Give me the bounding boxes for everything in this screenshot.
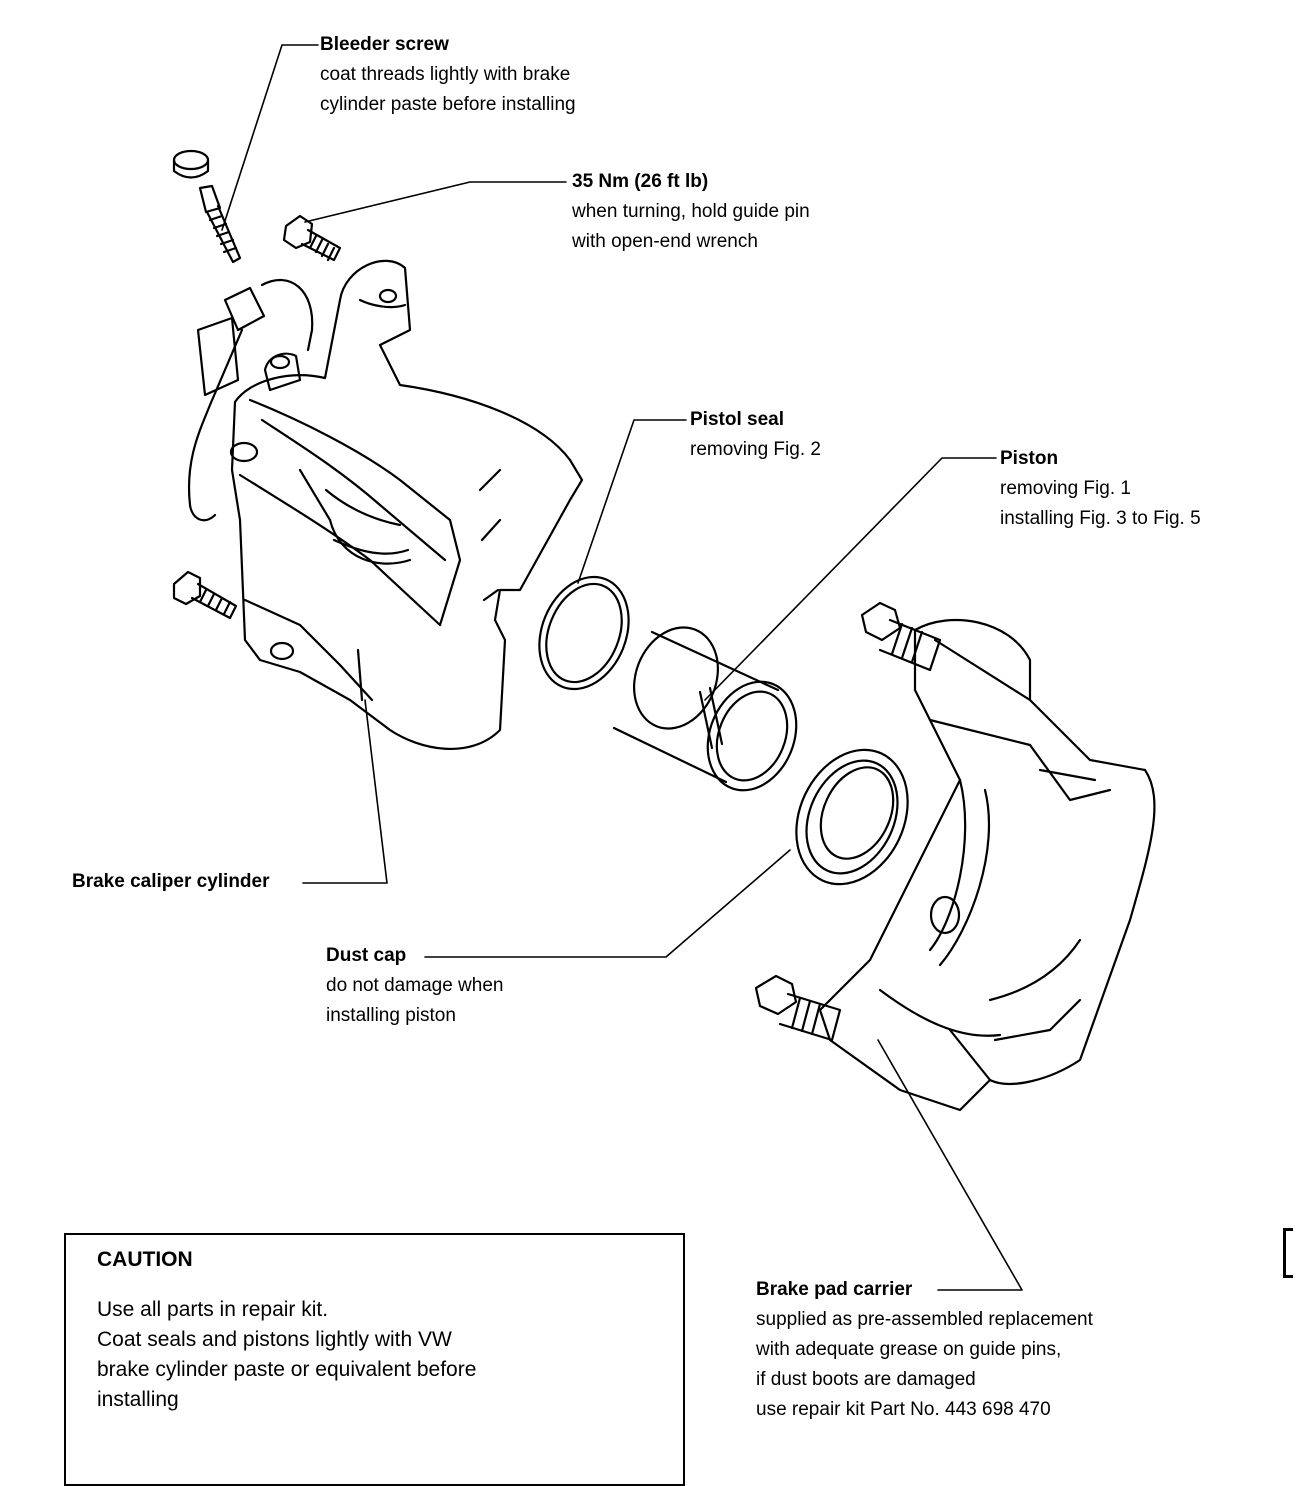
dust-cap-line-1: do not damage when [326, 975, 504, 996]
pistol-seal-part [538, 575, 630, 691]
lower-bolt-part [172, 570, 238, 620]
torque-line-2: with open-end wrench [572, 231, 758, 252]
leader-lines [221, 44, 1023, 1291]
label-brake-pad-carrier: Brake pad carrier supplied as pre-assemb… [756, 1275, 1093, 1425]
caution-title: CAUTION [97, 1248, 193, 1271]
caution-box: CAUTION Use all parts in repair kit. Coa… [64, 1233, 685, 1486]
pad-carrier-line-1: supplied as pre-assembled replacement [756, 1309, 1093, 1330]
leader-pad-carrier [877, 1039, 1023, 1291]
label-piston: Piston removing Fig. 1 installing Fig. 3… [1000, 444, 1201, 534]
pistol-seal-line-1: removing Fig. 2 [690, 439, 821, 460]
dust-cap-part [795, 748, 909, 886]
pistol-seal-title: Pistol seal [690, 409, 784, 430]
label-torque: 35 Nm (26 ft lb) when turning, hold guid… [572, 167, 810, 257]
label-brake-caliper-cylinder: Brake caliper cylinder [72, 867, 270, 897]
piston-line-1: removing Fig. 1 [1000, 478, 1131, 499]
leader-dust-cap [424, 849, 791, 958]
page-edge-bracket [1283, 1228, 1293, 1278]
pad-carrier-line-3: if dust boots are damaged [756, 1369, 976, 1390]
label-pistol-seal: Pistol seal removing Fig. 2 [690, 405, 821, 465]
piston-line-2: installing Fig. 3 to Fig. 5 [1000, 508, 1201, 529]
bleeder-screw-line-2: cylinder paste before installing [320, 94, 576, 115]
piston-part [612, 626, 798, 792]
label-dust-cap: Dust cap do not damage when installing p… [326, 941, 503, 1031]
leader-torque [304, 181, 567, 223]
caliper-title: Brake caliper cylinder [72, 871, 270, 892]
label-bleeder-screw: Bleeder screw coat threads lightly with … [320, 30, 576, 120]
bleeder-screw-title: Bleeder screw [320, 34, 449, 55]
torque-line-1: when turning, hold guide pin [572, 201, 810, 222]
pad-carrier-line-2: with adequate grease on guide pins, [756, 1339, 1062, 1360]
leader-pistol-seal [577, 419, 687, 584]
pad-carrier-title: Brake pad carrier [756, 1279, 913, 1300]
bleeder-screw-part [198, 184, 242, 264]
leader-caliper [302, 699, 388, 884]
leader-bleeder-screw [221, 44, 319, 231]
leader-piston [704, 457, 997, 701]
torque-title: 35 Nm (26 ft lb) [572, 171, 709, 192]
pad-carrier-line-4: use repair kit Part No. 443 698 470 [756, 1399, 1051, 1420]
piston-title: Piston [1000, 448, 1059, 469]
caution-line-1: Use all parts in repair kit. [97, 1298, 329, 1321]
dust-cap-title: Dust cap [326, 945, 407, 966]
dust-cap-line-2: installing piston [326, 1005, 456, 1026]
bleeder-cap-part [172, 149, 210, 179]
caution-line-2: Coat seals and pistons lightly with VW [97, 1328, 452, 1351]
brake-caliper-part [188, 259, 584, 750]
brake-pad-carrier-part [754, 601, 1156, 1112]
bleeder-screw-line-1: coat threads lightly with brake [320, 64, 571, 85]
caution-line-3: brake cylinder paste or equivalent befor… [97, 1358, 477, 1381]
upper-bolt-part [282, 214, 342, 262]
caution-line-4: installing [97, 1388, 179, 1411]
